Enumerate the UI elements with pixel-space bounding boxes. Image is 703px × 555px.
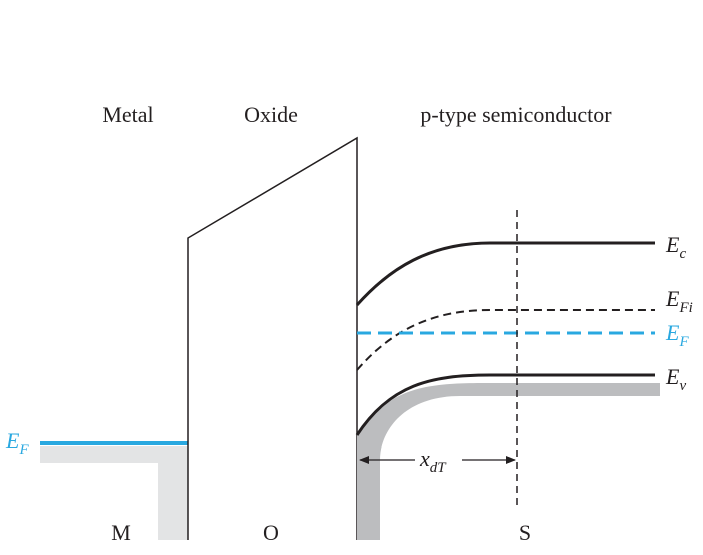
oxide-bottom-label: O: [263, 520, 279, 545]
intrinsic-level-line: [356, 309, 655, 371]
valence-band-line: [355, 373, 655, 436]
ev-label: Ev: [665, 364, 686, 394]
semiconductor-region-label: p-type semiconductor: [420, 102, 612, 127]
valence-band-shade: [357, 383, 660, 540]
metal-region-label: Metal: [102, 102, 153, 127]
ef-metal-label: EF: [5, 428, 29, 458]
oxide-region-label: Oxide: [244, 102, 298, 127]
efi-label: EFi: [665, 286, 693, 316]
ef-semiconductor-label: EF: [665, 320, 689, 350]
semiconductor-bottom-label: S: [519, 520, 531, 545]
metal-bottom-label: M: [111, 520, 131, 545]
conduction-band-line: [355, 241, 655, 306]
ec-label: Ec: [665, 232, 686, 262]
metal-band-shade: [40, 446, 188, 540]
oxide-barrier: [187, 136, 358, 540]
depletion-width-label: xdT: [419, 446, 447, 476]
